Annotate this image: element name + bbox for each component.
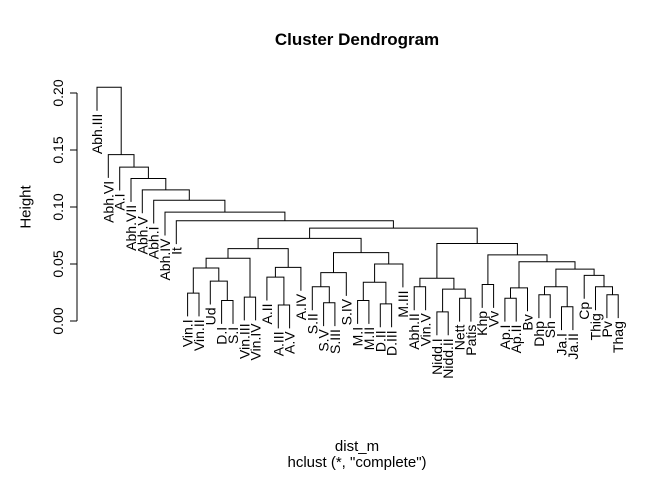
leaf-label: Pv <box>599 321 615 337</box>
dendrogram-branch <box>459 297 472 322</box>
dendrogram-branch <box>257 237 362 253</box>
dendrogram-branch <box>164 211 286 236</box>
leaf-label: Vin.IV <box>248 323 264 361</box>
leaf-label: A.I <box>112 194 128 211</box>
leaf-label: Nidd.I <box>429 338 445 375</box>
leaf-label: Abh.IV <box>157 238 173 281</box>
dendrogram-branches <box>96 86 619 336</box>
dendrogram-branch <box>436 243 518 279</box>
dendrogram-branch <box>323 302 336 327</box>
leaf-label: Abh.II <box>406 313 422 350</box>
dendrogram-branch <box>504 297 517 322</box>
leaf-label: Sn <box>542 321 558 338</box>
leaf-label: Ap.II <box>508 325 524 354</box>
dendrogram-branch <box>266 276 285 305</box>
leaf-label: It <box>168 247 184 255</box>
leaf-label: Vv <box>486 311 502 327</box>
y-tick-label: 0.05 <box>50 250 66 277</box>
y-axis-label: Height <box>17 185 35 229</box>
dendrogram-branch <box>141 189 190 214</box>
leaf-label: A.IV <box>293 293 309 320</box>
y-tick-label: 0.15 <box>50 136 66 163</box>
leaf-label: M.II <box>361 327 377 350</box>
leaf-label: D.III <box>384 330 400 356</box>
dendrogram-branch <box>555 268 595 287</box>
leaf-label: Ap.I <box>497 325 513 350</box>
dendrogram-branch <box>333 252 390 273</box>
leaf-label: Patis <box>463 325 479 356</box>
leaf-label: Ja.I <box>554 333 570 356</box>
dendrogram-branch <box>518 261 576 288</box>
y-tick-label: 0.10 <box>50 193 66 220</box>
leaf-label: Ja.II <box>565 333 581 359</box>
leaf-label: Abh.VII <box>123 205 139 251</box>
leaf-label: Abh.VI <box>100 181 116 223</box>
leaf-label: D.I <box>214 327 230 345</box>
leaf-label: Khp <box>474 311 490 336</box>
dendrogram-branch <box>561 306 574 331</box>
dendrogram-branch <box>221 300 234 324</box>
dendrogram-branch <box>538 294 551 319</box>
leaf-label: Abh.III <box>89 114 105 154</box>
leaf-label: S.I <box>225 327 241 344</box>
leaf-label: S.III <box>327 329 343 354</box>
chart-title: Cluster Dendrogram <box>274 30 440 49</box>
dendrogram-branch <box>413 286 427 311</box>
dendrogram-branch <box>192 267 220 294</box>
leaf-label: Vin.III <box>236 323 252 359</box>
dendrogram-branch <box>205 257 251 298</box>
dendrogram-branch <box>107 154 135 178</box>
leaf-label: Thag <box>610 321 626 353</box>
leaf-label: Vin.II <box>191 319 207 351</box>
leaf-label: Abh.V <box>134 216 150 255</box>
leaf-label: Abh.I <box>146 227 162 260</box>
y-tick-label: 0.00 <box>50 307 66 334</box>
leaf-label: D.II <box>372 330 388 352</box>
dendrogram-branch <box>357 300 370 324</box>
dendrogram-branch <box>481 284 495 308</box>
leaf-label: Thig <box>588 313 604 340</box>
leaf-label: M.I <box>350 327 366 346</box>
leaf-label: Bv <box>520 314 536 330</box>
leaf-label: Vin.V <box>418 313 434 347</box>
x-axis-label-dist: dist_m <box>334 438 380 455</box>
leaf-label: Cp <box>576 302 592 320</box>
dendrogram-branch <box>374 263 404 288</box>
dendrogram-branch <box>436 311 449 336</box>
dendrogram-branch <box>274 266 302 291</box>
leaf-label: Dhp <box>531 321 547 347</box>
leaf-label: Nett <box>452 325 468 351</box>
dendrogram-branch <box>309 227 478 244</box>
dendrogram-branch <box>311 286 330 311</box>
dendrogram-branch <box>419 277 455 290</box>
dendrogram-branch <box>510 287 528 312</box>
y-tick-label: 0.20 <box>50 79 66 106</box>
leaf-label: Nidd.II <box>440 338 456 378</box>
dendrogram-branch <box>544 286 568 307</box>
dendrogram-branch <box>379 303 393 328</box>
x-axis-label-method: hclust (*, "complete") <box>287 454 427 471</box>
y-axis: 0.00 0.05 0.10 0.15 0.20 <box>50 79 78 335</box>
dendrogram-branch <box>442 288 466 312</box>
dendrogram-branch <box>96 86 122 155</box>
leaf-label: S.IV <box>338 298 354 325</box>
dendrogram-branch <box>187 292 200 317</box>
leaf-label: S.II <box>304 313 320 334</box>
leaf-label: A.V <box>282 331 298 354</box>
dendrogram-branch <box>243 296 257 321</box>
leaf-label: A.III <box>270 331 286 356</box>
dendrogram-branch <box>320 272 347 296</box>
leaf-label: Ud <box>202 308 218 326</box>
dendrogram-branch <box>606 294 619 319</box>
leaf-label: M.III <box>395 290 411 317</box>
dendrogram-branch <box>487 254 548 285</box>
dendrogram-branch <box>277 304 291 329</box>
dendrogram-branch <box>595 286 613 311</box>
leaf-label: S.V <box>316 328 332 351</box>
leaf-label: Vin.I <box>180 319 196 347</box>
leaf-label: A.II <box>259 304 275 325</box>
